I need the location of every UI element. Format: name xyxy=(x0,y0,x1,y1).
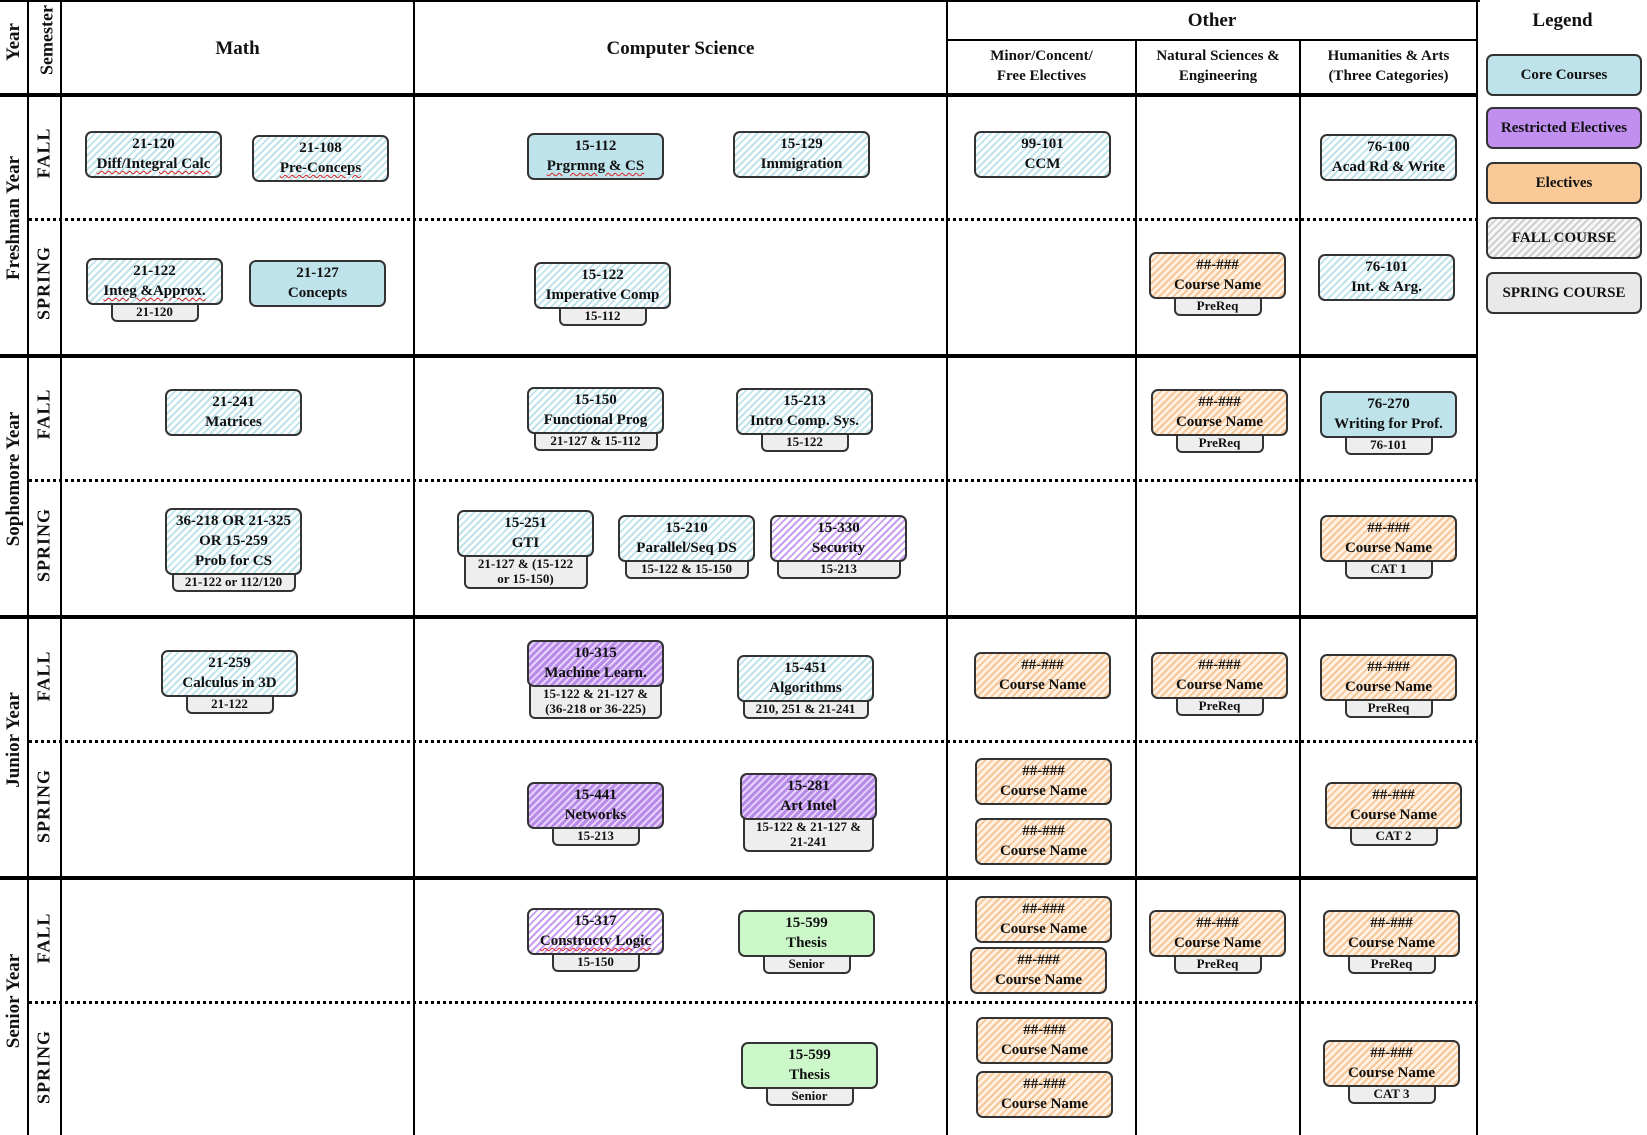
course-76-100[interactable]: 76-100 Acad Rd & Write xyxy=(1320,134,1457,181)
semester-label-spring: SPRING xyxy=(33,507,54,583)
course-elective-minor[interactable]: ##-### Course Name xyxy=(976,1017,1113,1064)
course-elective-natsci[interactable]: ##-### Course Name PreReq xyxy=(1149,910,1286,974)
header-semester: Semester xyxy=(36,5,57,75)
prereq-label: 15-213 xyxy=(551,826,640,846)
semester-label-fall: FALL xyxy=(33,388,54,440)
prereq-label: Senior xyxy=(762,954,851,974)
prereq-label: Senior xyxy=(765,1086,854,1106)
course-99-101[interactable]: 99-101 CCM xyxy=(974,131,1111,178)
prereq-label: PreReq xyxy=(1347,954,1436,974)
course-elective-natsci[interactable]: ##-### Course Name PreReq xyxy=(1151,652,1288,716)
header-humanities: Humanities & Arts (Three Categories) xyxy=(1327,48,1450,84)
semester-label-fall: FALL xyxy=(33,912,54,964)
prereq-label: 21-127 & 15-112 xyxy=(533,431,658,451)
legend-core-courses: Core Courses xyxy=(1486,54,1642,96)
header-other: Other xyxy=(1187,10,1237,31)
course-elective-minor[interactable]: ##-### Course Name xyxy=(975,818,1112,865)
course-15-599[interactable]: 15-599 Thesis Senior xyxy=(741,1042,878,1106)
semester-label-spring: SPRING xyxy=(33,768,54,844)
prereq-label: 15-213 xyxy=(776,559,901,579)
course-15-251[interactable]: 15-251 GTI 21-127 & (15-122 or 15-150) xyxy=(457,510,594,589)
prereq-label: CAT 1 xyxy=(1344,559,1433,579)
course-elective-hum[interactable]: ##-### Course Name PreReq xyxy=(1323,910,1460,974)
prereq-label: 21-122 or 112/120 xyxy=(171,572,296,592)
course-15-122[interactable]: 15-122 Imperative Comp 15-112 xyxy=(534,262,671,326)
course-76-101[interactable]: 76-101 Int. & Arg. xyxy=(1318,254,1455,301)
prereq-label: 15-150 xyxy=(551,952,640,972)
year-label-sophomore: Sophomore Year xyxy=(3,411,24,547)
prereq-label: 15-122 & 21-127 & (36-218 or 36-225) xyxy=(529,684,662,719)
prereq-label: 76-101 xyxy=(1344,435,1433,455)
course-15-330[interactable]: 15-330 Security 15-213 xyxy=(770,515,907,579)
course-76-270[interactable]: 76-270 Writing for Prof. 76-101 xyxy=(1320,391,1457,455)
prereq-label: CAT 3 xyxy=(1347,1084,1436,1104)
course-elective-cat2[interactable]: ##-### Course Name CAT 2 xyxy=(1325,782,1462,846)
course-15-317[interactable]: 15-317 Constructv Logic 15-150 xyxy=(527,908,664,972)
semester-label-fall: FALL xyxy=(33,127,54,179)
course-15-213[interactable]: 15-213 Intro Comp. Sys. 15-122 xyxy=(736,388,873,452)
prereq-label: PreReq xyxy=(1173,296,1262,316)
course-elective-hum[interactable]: ##-### Course Name PreReq xyxy=(1320,654,1457,718)
prereq-label: 15-112 xyxy=(558,306,647,326)
course-21-120[interactable]: 21-120 Diff/Integral Calc xyxy=(85,131,222,178)
course-elective-cat3[interactable]: ##-### Course Name CAT 3 xyxy=(1323,1040,1460,1104)
course-15-210[interactable]: 15-210 Parallel/Seq DS 15-122 & 15-150 xyxy=(618,515,755,579)
course-15-441[interactable]: 15-441 Networks 15-213 xyxy=(527,782,664,846)
legend-title: Legend xyxy=(1532,10,1593,31)
prereq-label: PreReq xyxy=(1175,696,1264,716)
semester-label-spring: SPRING xyxy=(33,245,54,321)
prereq-label: PreReq xyxy=(1175,433,1264,453)
semester-label-spring: SPRING xyxy=(33,1029,54,1105)
legend-electives: Electives xyxy=(1486,162,1642,204)
course-15-451[interactable]: 15-451 Algorithms 210, 251 & 21-241 xyxy=(737,655,874,719)
year-label-freshman: Freshman Year xyxy=(3,155,24,281)
course-elective-minor[interactable]: ##-### Course Name xyxy=(975,758,1112,805)
year-label-senior: Senior Year xyxy=(3,953,24,1049)
prereq-label: 21-120 xyxy=(110,302,199,322)
course-15-281[interactable]: 15-281 Art Intel 15-122 & 21-127 & 21-24… xyxy=(740,773,877,852)
semester-label-fall: FALL xyxy=(33,650,54,702)
course-elective-minor[interactable]: ##-### Course Name xyxy=(970,947,1107,994)
prereq-label: 210, 251 & 21-241 xyxy=(742,699,869,719)
header-year: Year xyxy=(3,23,24,61)
header-math: Math xyxy=(215,38,260,59)
prereq-label: PreReq xyxy=(1344,698,1433,718)
prereq-label: 15-122 xyxy=(760,432,849,452)
course-elective-natsci[interactable]: ##-### Course Name PreReq xyxy=(1151,389,1288,453)
year-label-junior: Junior Year xyxy=(3,692,24,788)
course-21-127[interactable]: 21-127 Concepts xyxy=(249,260,386,307)
course-21-122[interactable]: 21-122 Integ &Approx. 21-120 xyxy=(86,258,223,322)
legend-fall-course: FALL COURSE xyxy=(1486,217,1642,259)
course-15-150[interactable]: 15-150 Functional Prog 21-127 & 15-112 xyxy=(527,387,664,451)
header-natural-sciences: Natural Sciences & Engineering xyxy=(1156,48,1280,84)
course-elective-cat1[interactable]: ##-### Course Name CAT 1 xyxy=(1320,515,1457,579)
prereq-label: PreReq xyxy=(1173,954,1262,974)
course-elective-minor[interactable]: ##-### Course Name xyxy=(975,896,1112,943)
header-minor: Minor/Concent/ Free Electives xyxy=(990,48,1093,84)
course-elective-natsci[interactable]: ##-### Course Name PreReq xyxy=(1149,252,1286,316)
legend-spring-course: SPRING COURSE xyxy=(1486,272,1642,314)
course-10-315[interactable]: 10-315 Machine Learn. 15-122 & 21-127 & … xyxy=(527,640,664,719)
prereq-label: 15-122 & 15-150 xyxy=(624,559,749,579)
course-elective-minor[interactable]: ##-### Course Name xyxy=(976,1071,1113,1118)
course-36-218-prob[interactable]: 36-218 OR 21-325 OR 15-259 Prob for CS 2… xyxy=(165,508,302,592)
course-15-112[interactable]: 15-112 Prgrmng & CS xyxy=(527,133,664,180)
legend-restricted-electives: Restricted Electives xyxy=(1486,107,1642,149)
prereq-label: CAT 2 xyxy=(1349,826,1438,846)
course-21-108[interactable]: 21-108 Pre-Conceps xyxy=(252,135,389,182)
course-elective-minor[interactable]: ##-### Course Name xyxy=(974,652,1111,699)
course-21-259[interactable]: 21-259 Calculus in 3D 21-122 xyxy=(161,650,298,714)
header-computer-science: Computer Science xyxy=(606,38,755,59)
course-15-599[interactable]: 15-599 Thesis Senior xyxy=(738,910,875,974)
course-21-241[interactable]: 21-241 Matrices xyxy=(165,389,302,436)
prereq-label: 15-122 & 21-127 & 21-241 xyxy=(743,817,874,852)
prereq-label: 21-122 xyxy=(185,694,274,714)
prereq-label: 21-127 & (15-122 or 15-150) xyxy=(463,554,588,589)
course-15-129[interactable]: 15-129 Immigration xyxy=(733,131,870,178)
